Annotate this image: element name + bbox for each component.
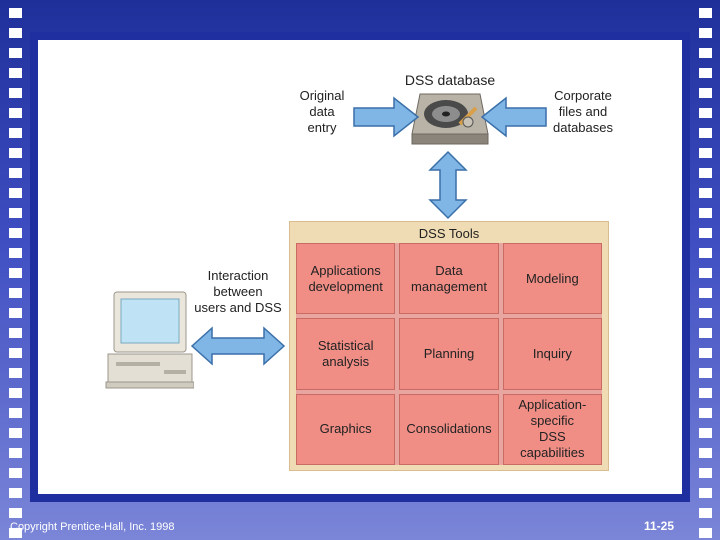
film-sprocket [699,288,712,298]
film-sprocket [9,468,22,478]
film-sprocket [9,128,22,138]
film-sprocket [699,328,712,338]
tool-planning: Planning [399,318,499,390]
dss-tools-panel: DSS Tools Applications development Data … [289,221,609,471]
film-sprocket [9,328,22,338]
film-sprocket [699,368,712,378]
film-sprocket [699,268,712,278]
film-sprocket [9,88,22,98]
film-sprocket [699,68,712,78]
film-sprocket [699,488,712,498]
tool-graphics: Graphics [296,393,396,465]
film-sprocket [699,448,712,458]
film-sprocket [9,268,22,278]
film-sprocket [9,48,22,58]
film-sprocket [9,508,22,518]
tool-inquiry: Inquiry [502,318,602,390]
film-sprocket [699,388,712,398]
tool-modeling: Modeling [502,243,602,315]
film-sprocket [9,428,22,438]
film-strip-right [690,0,720,540]
tool-applications-development: Applications development [296,243,396,315]
film-strip-left [0,0,30,540]
copyright-text: Copyright Prentice-Hall, Inc. 1998 [10,521,175,533]
film-sprocket [9,288,22,298]
film-sprocket [699,108,712,118]
film-sprocket [9,68,22,78]
interaction-label: Interaction between users and DSS [194,268,282,315]
film-sprocket [699,308,712,318]
film-sprocket [9,408,22,418]
film-sprocket [9,488,22,498]
computer-icon [105,291,194,389]
film-sprocket [699,228,712,238]
film-sprocket [699,48,712,58]
film-sprocket [699,248,712,258]
film-sprocket [699,28,712,38]
film-sprocket [9,368,22,378]
hard-disk-icon [411,93,489,145]
film-sprocket [9,228,22,238]
tool-consolidations: Consolidations [399,393,499,465]
film-sprocket [9,528,22,538]
arrow-db-tools-icon [428,150,468,220]
film-sprocket [9,448,22,458]
film-sprocket [699,348,712,358]
film-sprocket [9,348,22,358]
original-data-entry-label: Original data entry [299,88,345,135]
film-sprocket [699,148,712,158]
arrow-corporate-to-db-icon [480,96,547,138]
dss-database-label: DSS database [404,72,496,88]
film-sprocket [699,128,712,138]
film-sprocket [9,8,22,18]
dss-tools-title: DSS Tools [418,226,480,241]
film-sprocket [699,208,712,218]
tool-data-management: Data management [399,243,499,315]
film-sprocket [9,148,22,158]
arrow-computer-tools-icon [190,326,286,366]
film-sprocket [9,168,22,178]
film-sprocket [699,8,712,18]
arrow-data-entry-to-db-icon [353,96,420,138]
film-sprocket [699,88,712,98]
film-sprocket [699,508,712,518]
tool-statistical-analysis: Statistical analysis [296,318,396,390]
film-sprocket [699,468,712,478]
corporate-files-label: Corporate files and databases [553,88,613,135]
film-sprocket [699,408,712,418]
film-sprocket [9,188,22,198]
film-sprocket [9,208,22,218]
film-sprocket [699,188,712,198]
tool-application-specific: Application- specific DSS capabilities [502,393,602,465]
film-sprocket [9,388,22,398]
film-sprocket [9,248,22,258]
film-sprocket [699,428,712,438]
dss-tools-grid: Applications development Data management… [296,243,602,465]
film-sprocket [9,108,22,118]
slide-number: 11-25 [644,519,675,533]
film-sprocket [699,528,712,538]
film-sprocket [9,28,22,38]
film-sprocket [9,308,22,318]
film-sprocket [699,168,712,178]
